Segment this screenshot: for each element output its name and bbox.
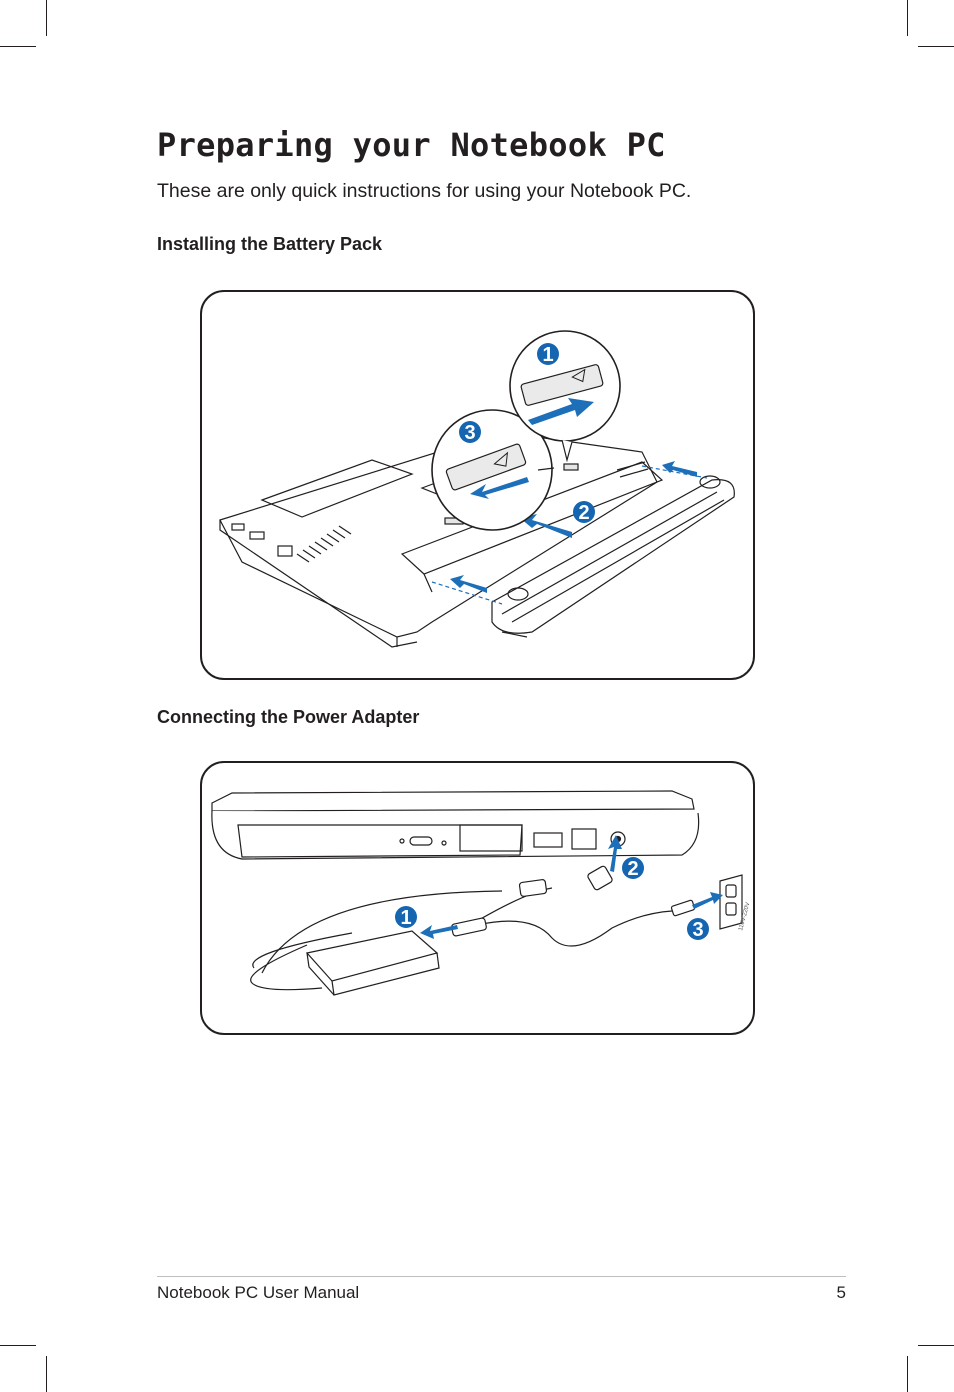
battery-step-badge-1: 1: [542, 344, 553, 366]
crop-mark: [907, 0, 908, 36]
power-adapter-diagram: 110V-220V 1 2 3: [211, 790, 752, 996]
battery-step-badge-2: 2: [578, 502, 589, 524]
power-step-badge-1: 1: [400, 907, 411, 929]
crop-mark: [0, 46, 36, 47]
power-adapter-illustration: 110V-220V 1 2 3: [200, 761, 755, 1035]
footer-manual-name: Notebook PC User Manual: [157, 1283, 360, 1302]
crop-mark: [907, 1356, 908, 1392]
page-number: 5: [836, 1283, 846, 1302]
battery-step-badge-3: 3: [464, 422, 475, 444]
crop-mark: [0, 1345, 36, 1346]
crop-mark: [46, 1356, 47, 1392]
page-title: Preparing your Notebook PC: [157, 126, 666, 164]
section-heading-battery: Installing the Battery Pack: [157, 234, 383, 254]
power-step-badge-3: 3: [692, 919, 703, 941]
section-heading-power: Connecting the Power Adapter: [157, 707, 420, 727]
crop-mark: [918, 1345, 954, 1346]
battery-illustration: 3 1 2: [200, 290, 755, 680]
power-step-badge-2: 2: [627, 858, 638, 880]
intro-text: These are only quick instructions for us…: [157, 180, 692, 202]
crop-mark: [46, 0, 47, 36]
crop-mark: [918, 46, 954, 47]
footer-divider: [157, 1276, 846, 1277]
battery-install-diagram: 3 1 2: [219, 330, 735, 648]
